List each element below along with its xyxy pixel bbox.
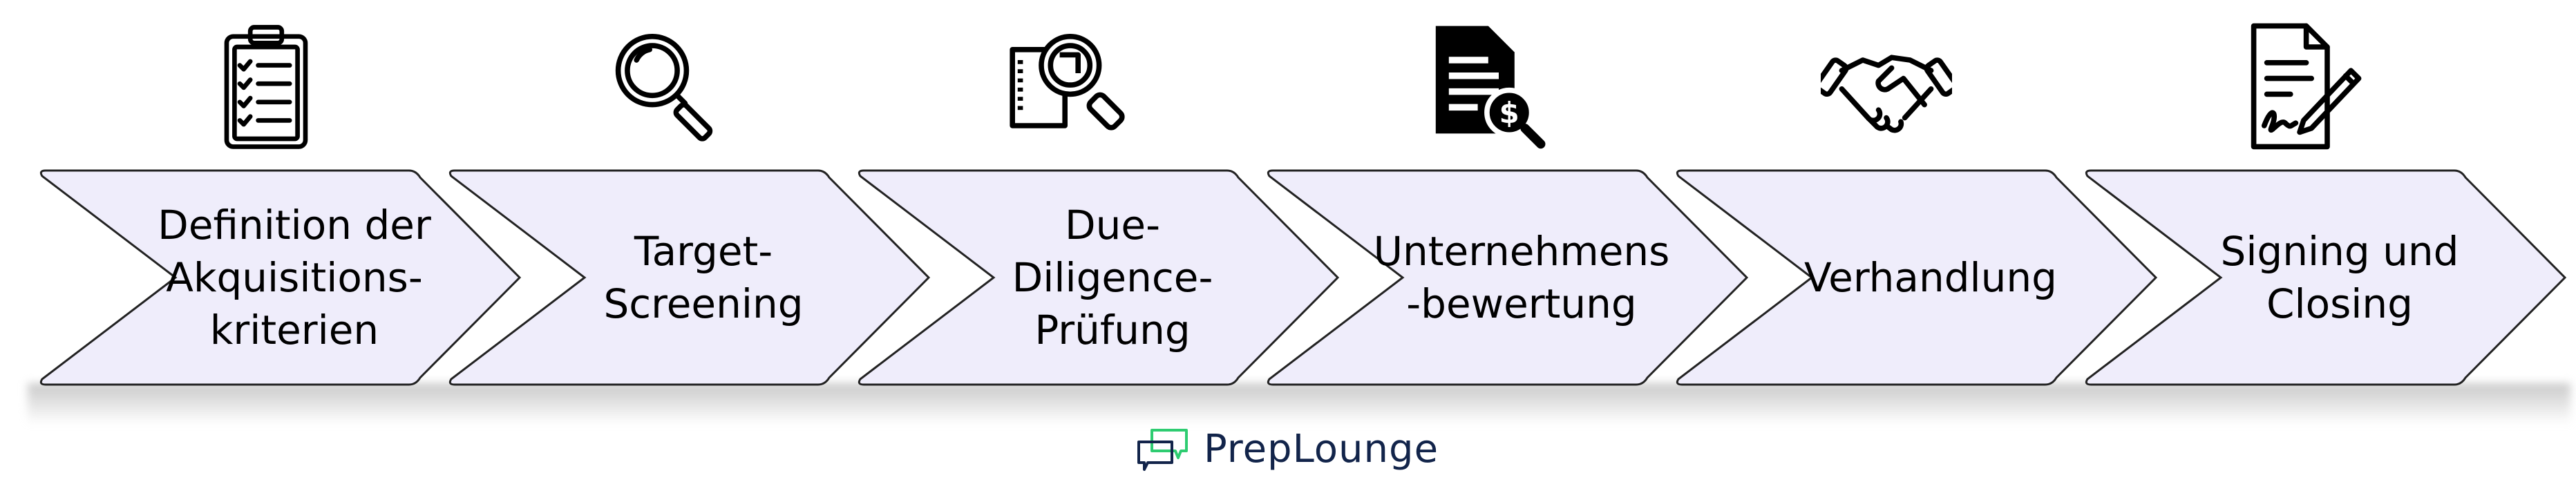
chevron-step-3 (858, 169, 1340, 386)
handshake-icon (1821, 55, 1952, 133)
chevron-step-2 (448, 169, 931, 386)
chevron-step-6 (2085, 169, 2567, 386)
chevron-step-4 (1267, 169, 1749, 386)
logo-text: PrepLounge (1204, 427, 1439, 472)
step-label: Signing und Closing (2220, 228, 2459, 327)
document-dollar-icon: $ (1435, 26, 1546, 149)
svg-text:$: $ (1499, 96, 1519, 130)
contract-signature-icon (2251, 23, 2362, 150)
step-label: Due- Diligence- Prüfung (1012, 202, 1213, 354)
chat-bubbles-logo-icon (1137, 428, 1188, 471)
clipboard-checklist-icon (224, 25, 308, 149)
step-label: Definition der Akquisitions- kriterien (158, 202, 431, 354)
chevron-shadow (28, 383, 2570, 425)
preplounge-logo: PrepLounge (1137, 427, 1439, 472)
document-magnifier-icon (1010, 34, 1125, 130)
chevron-step-1 (39, 169, 522, 386)
step-label: Target- Screening (603, 228, 804, 327)
chevron-step-5 (1676, 169, 2158, 386)
step-label: Unternehmens -bewertung (1373, 228, 1670, 327)
magnifier-icon (615, 34, 713, 142)
step-label: Verhandlung (1803, 254, 2057, 301)
